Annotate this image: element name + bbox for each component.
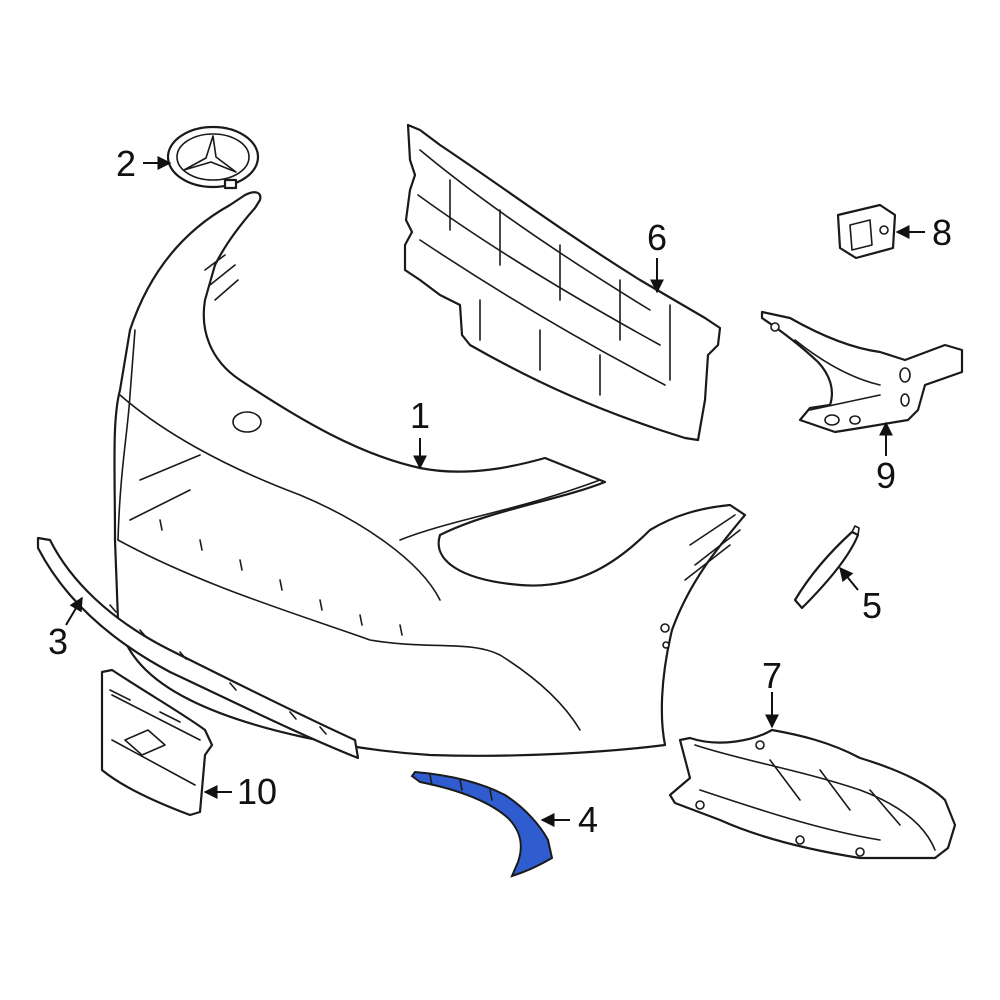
part-5-side-trim [793, 525, 860, 610]
part-6-grille-carrier [403, 123, 722, 442]
part-9-bracket [760, 310, 964, 434]
part-7-air-duct [668, 728, 957, 860]
part-1-bumper-cover [113, 191, 747, 757]
callout-9: 9 [876, 455, 896, 496]
part-2-emblem [166, 125, 260, 190]
part-4-trim-piece-highlighted [410, 770, 554, 878]
part-10-license-plate-bracket [100, 668, 214, 817]
callout-leaders [65, 156, 925, 827]
callout-5: 5 [862, 585, 882, 626]
callout-6: 6 [647, 217, 667, 258]
callout-labels: 1 2 3 4 5 6 7 8 9 10 [48, 143, 952, 840]
callout-8: 8 [932, 212, 952, 253]
callout-7: 7 [762, 655, 782, 696]
callout-1: 1 [410, 395, 430, 436]
callout-4: 4 [578, 799, 598, 840]
callout-10: 10 [237, 771, 277, 812]
callout-2: 2 [116, 143, 136, 184]
part-8-clip [836, 203, 897, 260]
part-3-trim-strip [36, 536, 360, 760]
callout-3: 3 [48, 621, 68, 662]
